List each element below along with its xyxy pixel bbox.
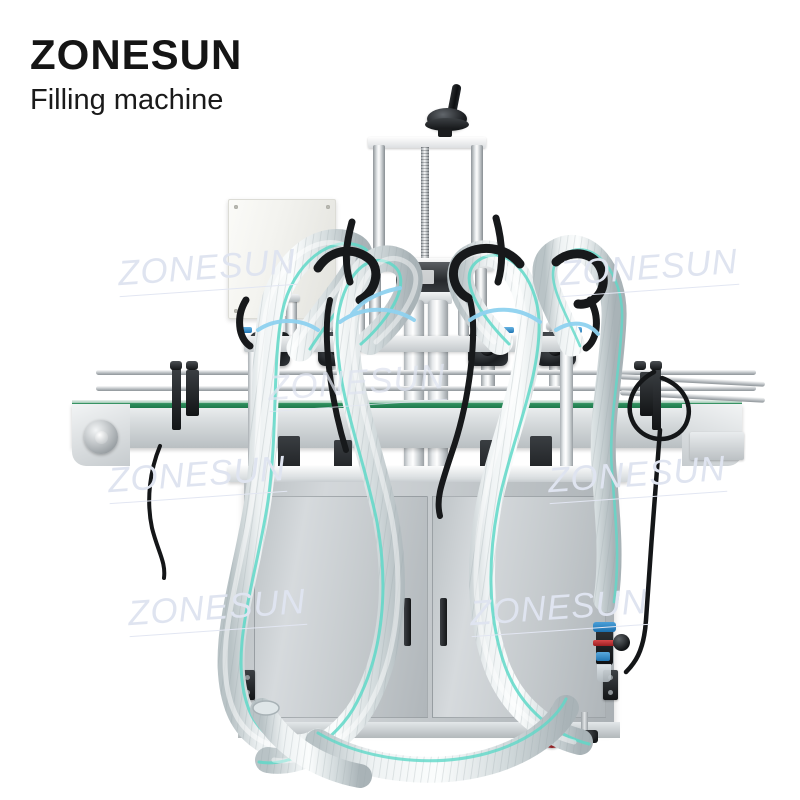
stub-clamp-1 <box>283 294 300 302</box>
cabinet-body <box>240 482 618 730</box>
guide-rail-knob-l1[interactable] <box>170 361 182 370</box>
manifold-stub-3 <box>458 300 469 336</box>
frame-post-right <box>560 352 573 470</box>
conveyor-roller-hub <box>95 431 108 444</box>
guide-rail-knob-r2[interactable] <box>650 361 662 370</box>
brand-name: ZONESUN <box>30 31 243 78</box>
brand-subtitle: Filling machine <box>30 84 224 116</box>
air-regulator-knob[interactable] <box>613 634 630 651</box>
guide-rail-knob-l2[interactable] <box>186 361 198 370</box>
stub-clamp-4 <box>521 294 538 302</box>
guide-rail-knob-r1[interactable] <box>634 361 646 370</box>
cabinet-door-right[interactable] <box>432 496 606 718</box>
bottle-guide-rail-upper-rear <box>96 370 756 375</box>
caster-right <box>539 722 565 748</box>
caster-left <box>251 722 277 748</box>
cabinet-top-deck <box>228 466 628 482</box>
air-fitting-red <box>593 640 616 646</box>
caster-hub <box>549 735 558 744</box>
handwheel-rim <box>425 118 469 131</box>
lead-screw-thread <box>421 147 429 259</box>
stub-clamp-3 <box>455 294 472 302</box>
gantry-rail-right <box>471 145 483 260</box>
gantry-rail-left <box>373 145 385 260</box>
guide-rail-bracket-left <box>186 370 199 416</box>
enclosure-screw <box>234 309 238 313</box>
leveling-foot-pad <box>572 730 598 743</box>
manifold-stub-1 <box>286 300 297 336</box>
frame-post-left <box>248 352 261 470</box>
air-fitting-blue-lower <box>596 652 610 661</box>
cabinet-hinge-1 <box>240 528 255 558</box>
cabinet-door-handle-left[interactable] <box>404 598 411 646</box>
caster-hub <box>261 735 270 744</box>
air-filter-bowl <box>597 664 611 682</box>
sanitary-clamp-3 <box>478 322 498 330</box>
control-box[interactable] <box>228 199 336 319</box>
stub-clamp-2 <box>351 294 368 302</box>
cabinet-door-handle-right[interactable] <box>440 598 447 646</box>
enclosure-screw <box>234 205 238 209</box>
cabinet-hinge-2 <box>240 670 255 700</box>
cylinder-label-plate <box>404 270 434 284</box>
enclosure-screw <box>326 205 330 209</box>
air-fitting-4 <box>571 327 582 333</box>
gantry-post-left <box>369 268 381 340</box>
air-fitting-2 <box>309 327 320 333</box>
sanitary-clamp-2 <box>328 322 348 330</box>
sanitary-clamp-1 <box>260 322 280 330</box>
guide-rail-post-right <box>652 368 661 430</box>
guide-rail-bracket-right <box>640 372 653 416</box>
lead-screw <box>421 147 429 259</box>
brand-block: ZONESUN Filling machine <box>30 33 242 117</box>
air-fitting-3 <box>503 327 514 333</box>
nozzle-support-beam <box>244 336 574 352</box>
air-fitting-blue-top <box>593 622 616 632</box>
sanitary-clamp-4 <box>546 322 566 330</box>
leveling-foot-stem <box>581 712 588 732</box>
air-fitting-1 <box>241 327 252 333</box>
manifold-stub-2 <box>354 300 365 336</box>
cabinet-hinge-3 <box>603 528 618 558</box>
cabinet-door-left[interactable] <box>254 496 428 718</box>
gantry-top-plate <box>368 137 486 148</box>
bottle-guide-rail-upper-front <box>96 386 756 391</box>
conveyor-motor-plate <box>690 432 744 460</box>
guide-rail-post-left <box>172 368 181 430</box>
enclosure-screw <box>326 309 330 313</box>
handwheel-nut <box>438 128 452 137</box>
manifold-stub-4 <box>524 300 535 336</box>
